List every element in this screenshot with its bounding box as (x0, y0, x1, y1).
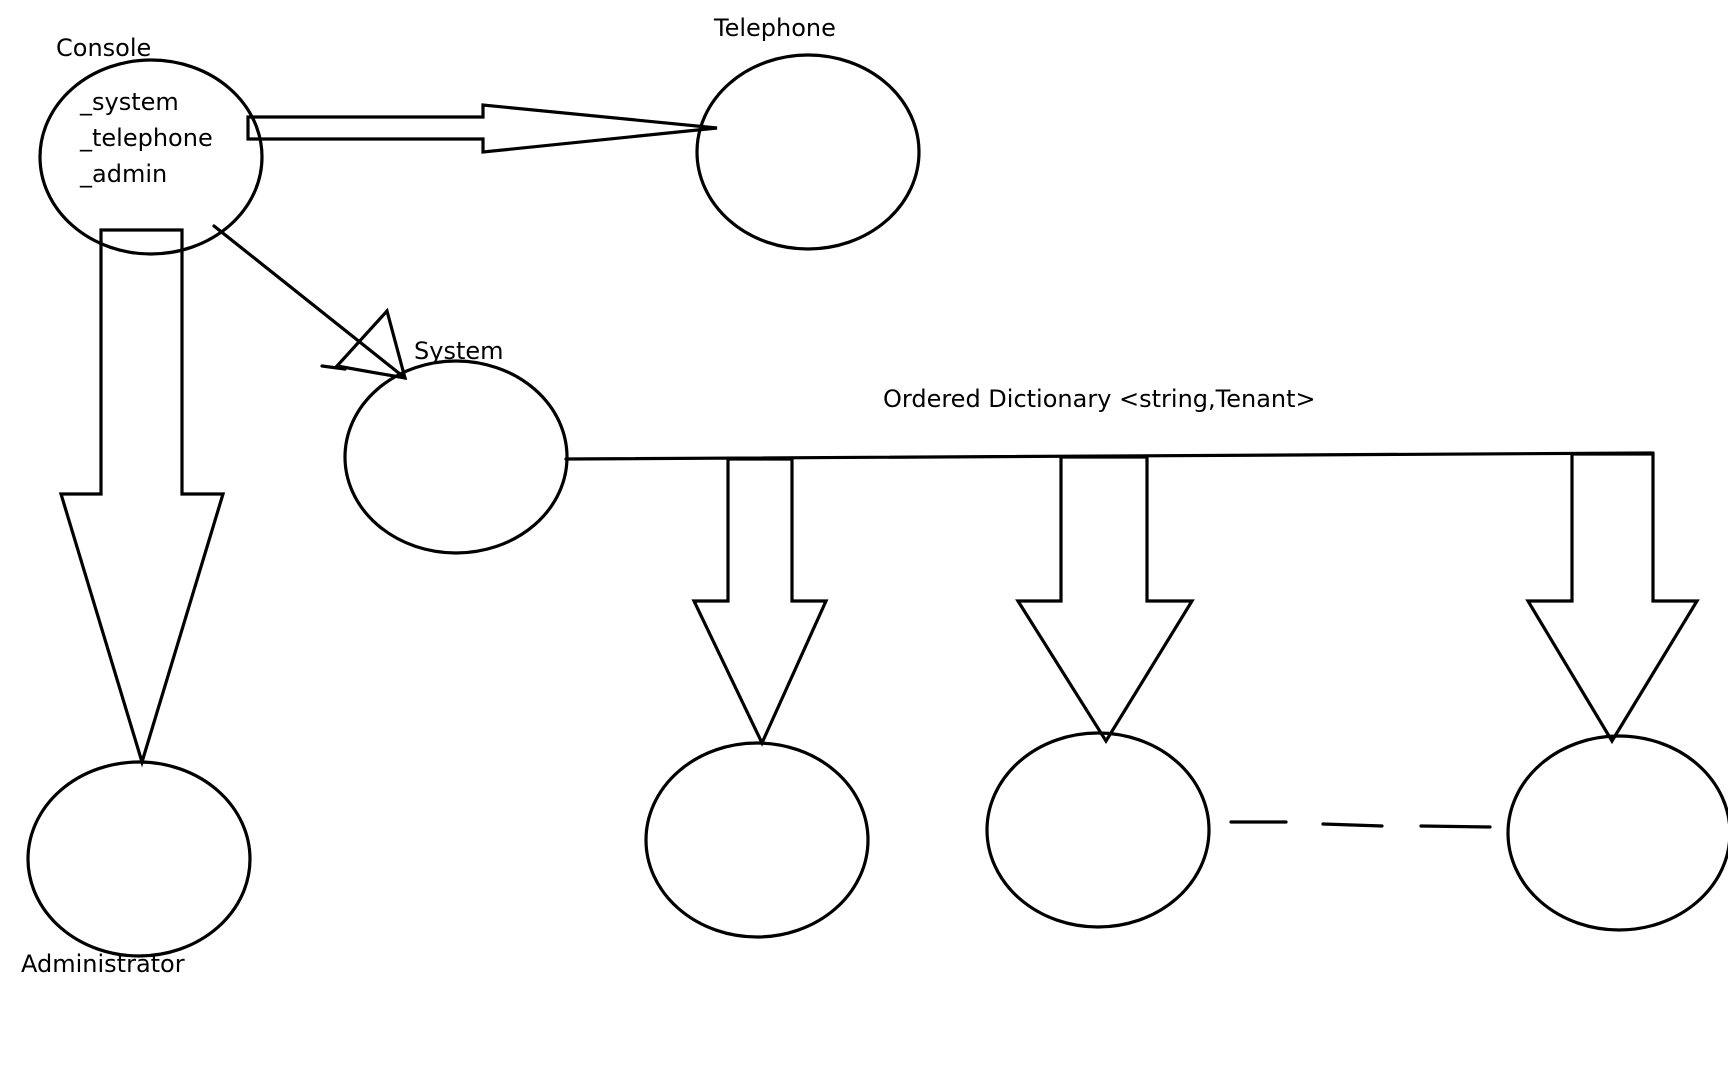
tenant-node-n (1506, 734, 1728, 932)
system-node (343, 359, 569, 555)
dictionary-to-tenant-2-arrow (1015, 455, 1195, 745)
console-node (38, 58, 264, 256)
console-to-system-arrowhead-tail (320, 364, 347, 371)
console-to-telephone-arrow (246, 103, 718, 154)
console-to-system-line (212, 224, 407, 380)
dictionary-to-tenant-1-arrow (691, 457, 829, 747)
continuation-dash-2 (1321, 822, 1384, 828)
console-to-administrator-arrow (58, 228, 226, 768)
tenant-node-2 (985, 731, 1211, 929)
telephone-node (695, 53, 921, 251)
continuation-dash-3 (1419, 824, 1492, 829)
console-to-system-arrowhead (333, 307, 408, 381)
dictionary-to-tenant-n-arrow (1525, 452, 1700, 745)
console-field-admin: _admin (80, 160, 168, 188)
tenant-node-1 (644, 741, 870, 939)
console-label: Console (56, 34, 152, 62)
system-label: System (414, 337, 504, 365)
telephone-label: Telephone (714, 14, 836, 42)
console-field-telephone: _telephone (80, 124, 213, 152)
administrator-label: Administrator (21, 950, 185, 978)
administrator-node (26, 760, 252, 958)
ordered-dictionary-label: Ordered Dictionary <string,Tenant> (883, 385, 1316, 413)
console-field-system: _system (80, 88, 179, 116)
